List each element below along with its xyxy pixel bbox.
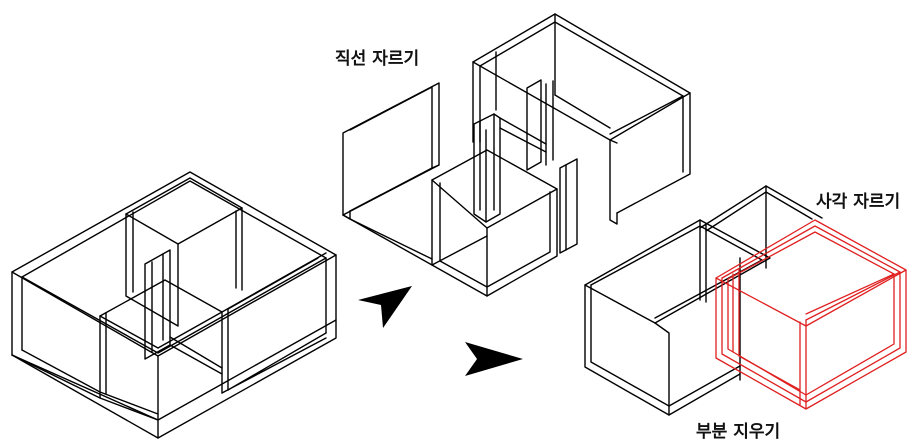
arrow-right-icon bbox=[465, 342, 523, 376]
straight-cut-model bbox=[342, 13, 691, 297]
label-rect-cut: 사각 자르기 bbox=[816, 192, 900, 212]
original-room-model bbox=[11, 171, 337, 439]
arrow-up-right-icon bbox=[358, 286, 412, 328]
label-partial-erase: 부분 지우기 bbox=[696, 422, 780, 442]
partial-erase-model bbox=[584, 185, 823, 416]
rect-cut-highlight bbox=[715, 219, 907, 410]
label-straight-cut: 직선 자르기 bbox=[335, 49, 419, 69]
